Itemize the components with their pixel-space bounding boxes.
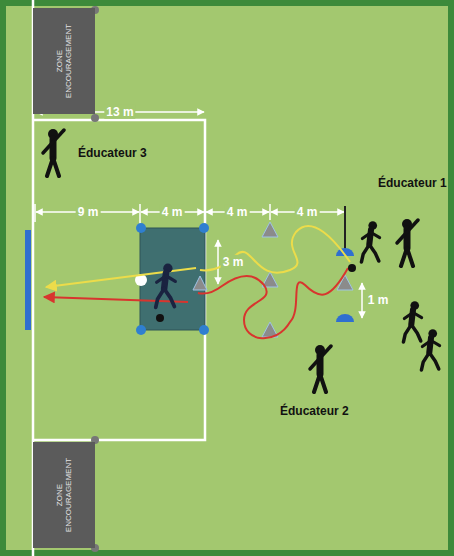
pole — [344, 206, 346, 250]
coach-figure — [43, 129, 418, 392]
pitch — [6, 6, 448, 550]
zone-label: ZONE ENCOURAGEMENT — [55, 13, 73, 109]
cone-triangle — [193, 276, 207, 290]
coach-label: Éducateur 1 — [378, 176, 448, 190]
zone-box: ZONE ENCOURAGEMENT — [33, 442, 95, 548]
ball — [156, 264, 356, 322]
ball — [348, 264, 356, 272]
coach-figure — [43, 129, 64, 176]
corner-dot — [91, 114, 99, 122]
marker-dot — [136, 325, 146, 335]
finishing-square — [140, 228, 205, 330]
marker-dot — [136, 223, 209, 335]
player-figure — [421, 329, 439, 370]
goal — [25, 230, 31, 330]
shot-arrow — [44, 297, 188, 302]
dimension-label: 4 m — [295, 205, 320, 219]
ball — [156, 314, 164, 322]
dribble-path — [198, 268, 348, 338]
cone-triangle — [193, 222, 353, 337]
player-figure — [403, 301, 421, 342]
coach-label: Éducateur 2 — [280, 404, 350, 418]
dimension-line — [361, 283, 363, 318]
coach-figure — [397, 219, 418, 266]
dimension-label: 13 m — [104, 105, 135, 119]
player-figure — [361, 221, 439, 370]
marker-dot — [199, 325, 209, 335]
player-figure — [156, 264, 176, 308]
dimension-line — [139, 204, 141, 226]
pitch-line — [33, 120, 205, 440]
dimension-line — [204, 204, 206, 226]
marker-dot — [136, 223, 146, 233]
dimension-line — [35, 112, 362, 318]
zone-label: ZONE ENCOURAGEMENT — [55, 447, 73, 543]
dome-cone — [336, 248, 354, 322]
player-figure — [361, 221, 379, 262]
marker-dot — [199, 223, 209, 233]
zone-box: ZONE ENCOURAGEMENT — [33, 8, 95, 114]
pitch-line — [33, 0, 205, 556]
dimension-label: 9 m — [76, 205, 101, 219]
dribble-path — [200, 226, 350, 273]
coach-figure — [310, 345, 331, 392]
dimension-label: 4 m — [160, 205, 185, 219]
shot-arrow — [46, 268, 196, 287]
dome-cone — [336, 314, 354, 322]
dimension-line — [34, 204, 36, 222]
dimension-label: 3 m — [221, 255, 246, 269]
dimension-label: 4 m — [225, 205, 250, 219]
coach-label: Éducateur 3 — [78, 146, 148, 160]
dimension-line — [217, 240, 219, 284]
dimension-line — [269, 204, 271, 220]
dimension-label: 1 m — [366, 293, 391, 307]
cone-triangle — [262, 222, 278, 237]
